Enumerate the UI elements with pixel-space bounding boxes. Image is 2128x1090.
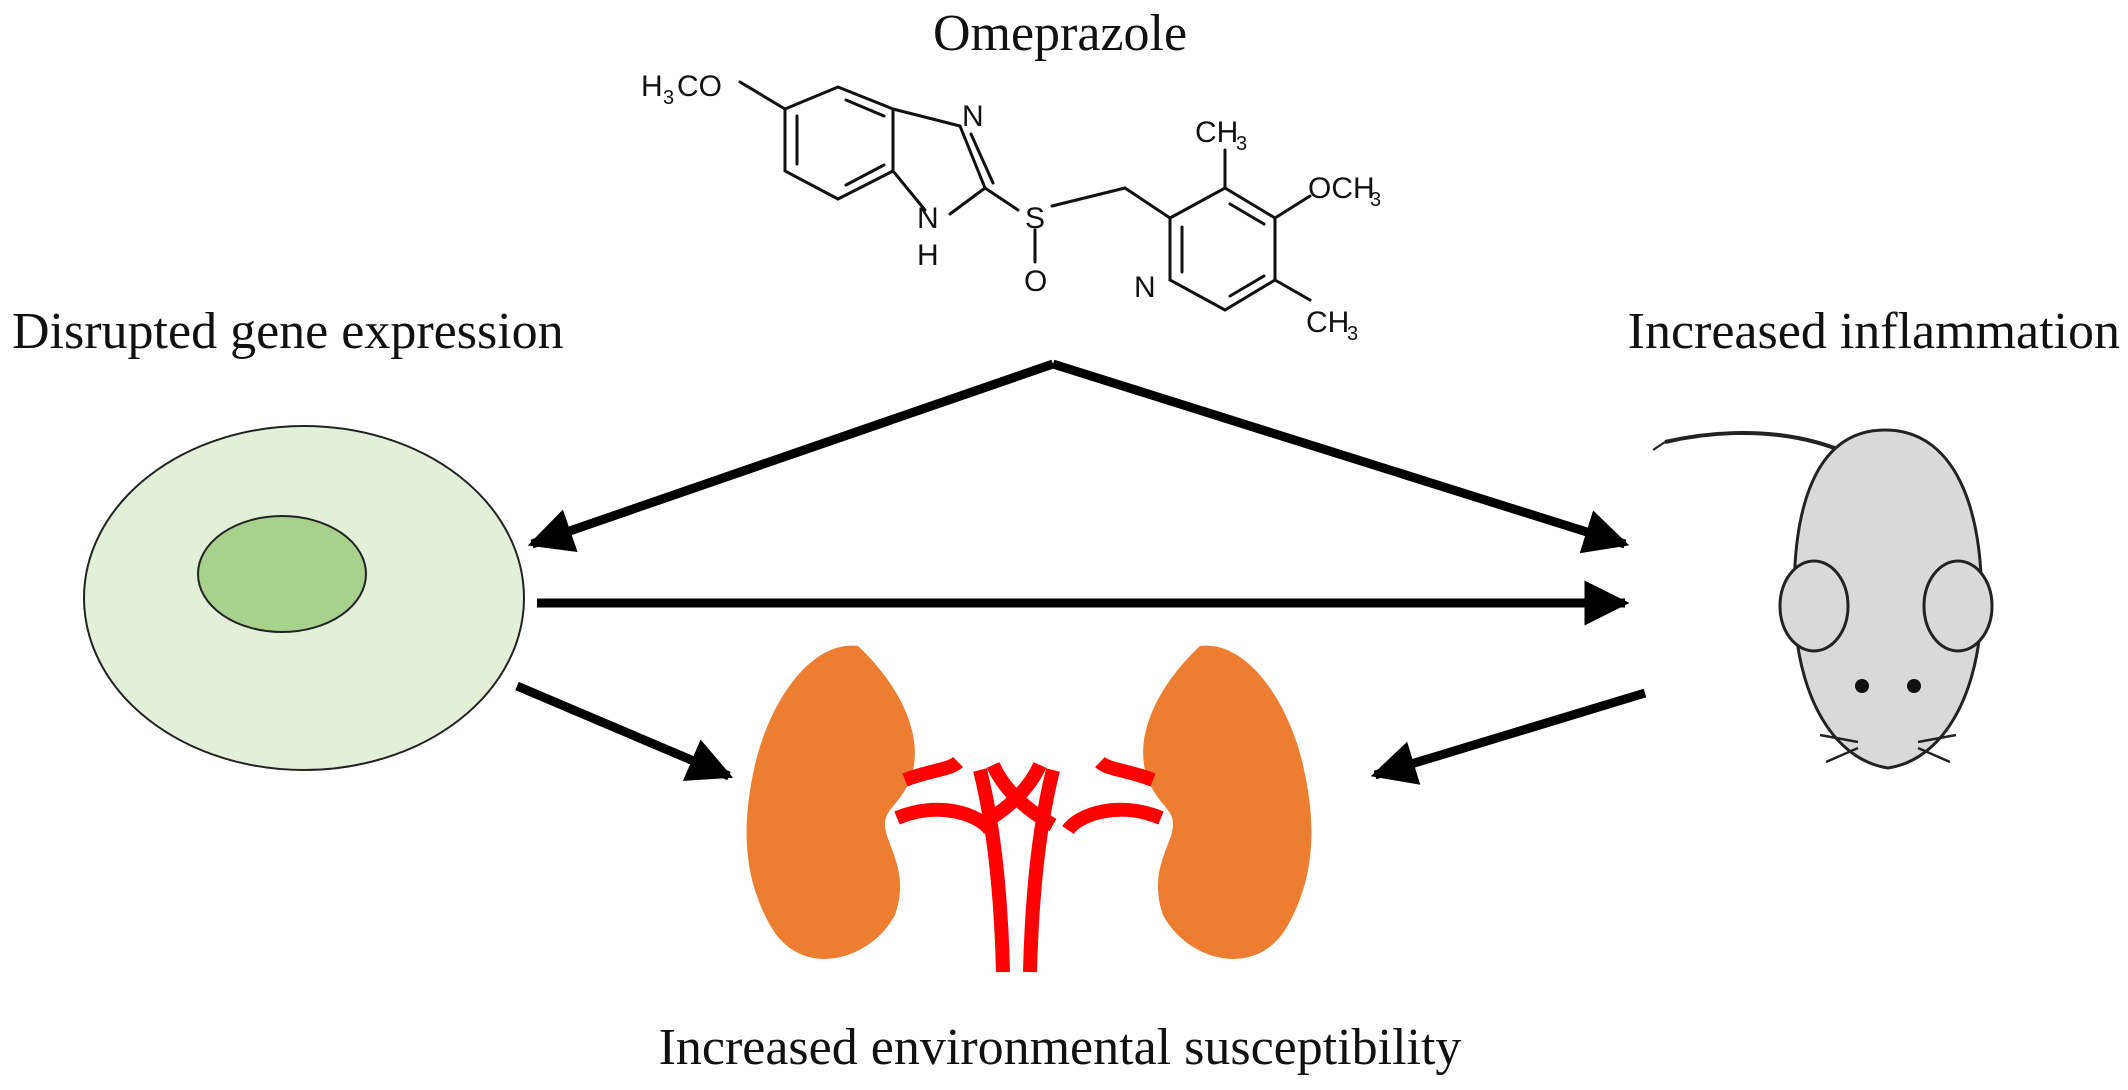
- cell-nucleus: [197, 515, 367, 633]
- mouse-whiskers: [1819, 733, 1957, 764]
- methyl-top-ch: CH: [1195, 116, 1238, 149]
- atom-oxygen: O: [1024, 265, 1047, 298]
- arrow-mouse-to-kidneys: [1370, 688, 1647, 785]
- methoxy-right-subscript: 3: [1370, 189, 1381, 211]
- kidney-left: [746, 645, 915, 959]
- mouse-ear-right: [1922, 559, 1994, 653]
- cell-icon: [83, 425, 525, 771]
- atom-n-h: N: [917, 202, 939, 235]
- atom-sulfur: S: [1025, 202, 1045, 235]
- mouse-body: [1792, 428, 1984, 770]
- kidney-right: [1143, 645, 1312, 959]
- cell-label: Disrupted gene expression: [12, 303, 564, 360]
- arrow-omeprazole-to-cell: [527, 359, 1055, 553]
- arrows: [515, 359, 1647, 785]
- mouse-eye-right: [1907, 679, 1921, 693]
- blood-vessels: [894, 756, 1164, 973]
- methoxy-right-och: OCH: [1308, 172, 1375, 205]
- methyl-bottom-ch: CH: [1306, 306, 1349, 339]
- mouse-eye-left: [1855, 679, 1869, 693]
- atom-n-imidazole: N: [962, 100, 984, 133]
- methyl-bottom-subscript: 3: [1347, 323, 1358, 345]
- mouse-tail-tip: [1652, 441, 1666, 451]
- mouse-ear-left: [1778, 559, 1850, 653]
- omeprazole-atoms: H 3 CO N N H S O CH 3 OCH 3 N CH 3: [641, 70, 1381, 345]
- arrow-omeprazole-to-mouse: [1051, 359, 1630, 554]
- mouse-label: Increased inflammation: [1627, 303, 2120, 360]
- kidney-label: Increased environmental susceptibility: [658, 1019, 1462, 1076]
- methoxy-left-h: H: [641, 70, 663, 103]
- methyl-top-subscript: 3: [1236, 133, 1247, 155]
- atom-n-pyridine: N: [1134, 271, 1156, 304]
- kidneys-icon: [746, 645, 1312, 973]
- arrow-cell-to-kidneys: [515, 681, 734, 781]
- mouse-icon: [1652, 428, 1994, 770]
- omeprazole-structure: [738, 80, 1312, 312]
- methoxy-left-subscript: 3: [663, 87, 674, 109]
- atom-h: H: [917, 239, 939, 272]
- compound-title: Omeprazole: [932, 5, 1188, 62]
- methoxy-left-co: CO: [677, 70, 722, 103]
